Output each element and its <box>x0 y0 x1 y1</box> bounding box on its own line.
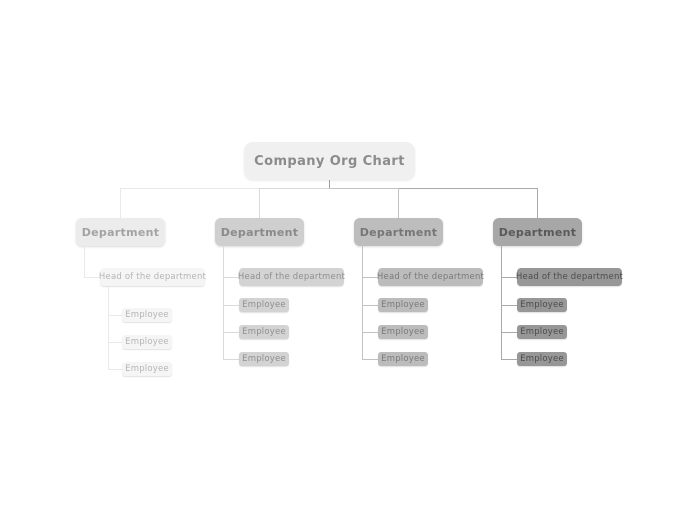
employee-label: Employee <box>520 354 564 364</box>
stub-line <box>223 305 239 306</box>
stub-line <box>362 277 378 278</box>
head-node: Head of the department <box>376 268 485 286</box>
employee-label: Employee <box>242 327 286 337</box>
top-connector-segment <box>398 188 537 189</box>
department-drop-line <box>259 188 260 218</box>
rail-line <box>84 246 85 277</box>
root-node-label: Company Org Chart <box>254 153 405 169</box>
department-node: Department <box>354 218 443 246</box>
employee-node: Employee <box>517 298 567 312</box>
stub-line <box>108 369 122 370</box>
employee-label: Employee <box>520 327 564 337</box>
department-label: Department <box>359 225 438 239</box>
department-node: Department <box>76 218 165 246</box>
stub-line <box>501 277 517 278</box>
employee-label: Employee <box>381 327 425 337</box>
head-label: Head of the department <box>98 272 207 282</box>
department-node: Department <box>493 218 582 246</box>
stub-line <box>362 359 378 360</box>
head-label: Head of the department <box>515 272 624 282</box>
employee-label: Employee <box>125 310 169 320</box>
employee-node: Employee <box>122 335 172 349</box>
stub-line <box>501 332 517 333</box>
head-node: Head of the department <box>98 268 207 286</box>
rail-line <box>223 246 224 359</box>
employee-node: Employee <box>122 362 172 376</box>
top-connector-segment <box>120 188 259 189</box>
employee-node: Employee <box>378 352 428 366</box>
employee-node: Employee <box>239 298 289 312</box>
root-node: Company Org Chart <box>244 142 415 180</box>
head-label: Head of the department <box>376 272 485 282</box>
employee-node: Employee <box>517 352 567 366</box>
stub-line <box>223 359 239 360</box>
top-connector-segment <box>259 188 329 189</box>
employee-label: Employee <box>242 354 286 364</box>
head-label: Head of the department <box>237 272 346 282</box>
head-node: Head of the department <box>237 268 346 286</box>
stub-line <box>501 359 517 360</box>
stub-line <box>362 332 378 333</box>
stub-line <box>108 342 122 343</box>
stub-line <box>223 332 239 333</box>
department-label: Department <box>498 225 577 239</box>
rail-line <box>501 246 502 359</box>
employee-node: Employee <box>122 308 172 322</box>
employee-label: Employee <box>242 300 286 310</box>
employee-node: Employee <box>378 325 428 339</box>
root-drop-line <box>329 180 330 189</box>
stub-line <box>108 315 122 316</box>
rail-line <box>108 286 109 369</box>
employee-node: Employee <box>239 325 289 339</box>
department-drop-line <box>537 188 538 218</box>
department-node: Department <box>215 218 304 246</box>
employee-node: Employee <box>239 352 289 366</box>
department-label: Department <box>81 225 160 239</box>
department-label: Department <box>220 225 299 239</box>
stub-line <box>362 305 378 306</box>
employee-label: Employee <box>520 300 564 310</box>
employee-node: Employee <box>517 325 567 339</box>
stub-line <box>501 305 517 306</box>
department-drop-line <box>398 188 399 218</box>
head-node: Head of the department <box>515 268 624 286</box>
stub-line <box>223 277 239 278</box>
employee-label: Employee <box>125 364 169 374</box>
rail-line <box>362 246 363 359</box>
employee-label: Employee <box>381 300 425 310</box>
department-drop-line <box>120 188 121 218</box>
employee-label: Employee <box>125 337 169 347</box>
top-connector-segment <box>329 188 398 189</box>
stub-line <box>84 277 100 278</box>
employee-node: Employee <box>378 298 428 312</box>
employee-label: Employee <box>381 354 425 364</box>
